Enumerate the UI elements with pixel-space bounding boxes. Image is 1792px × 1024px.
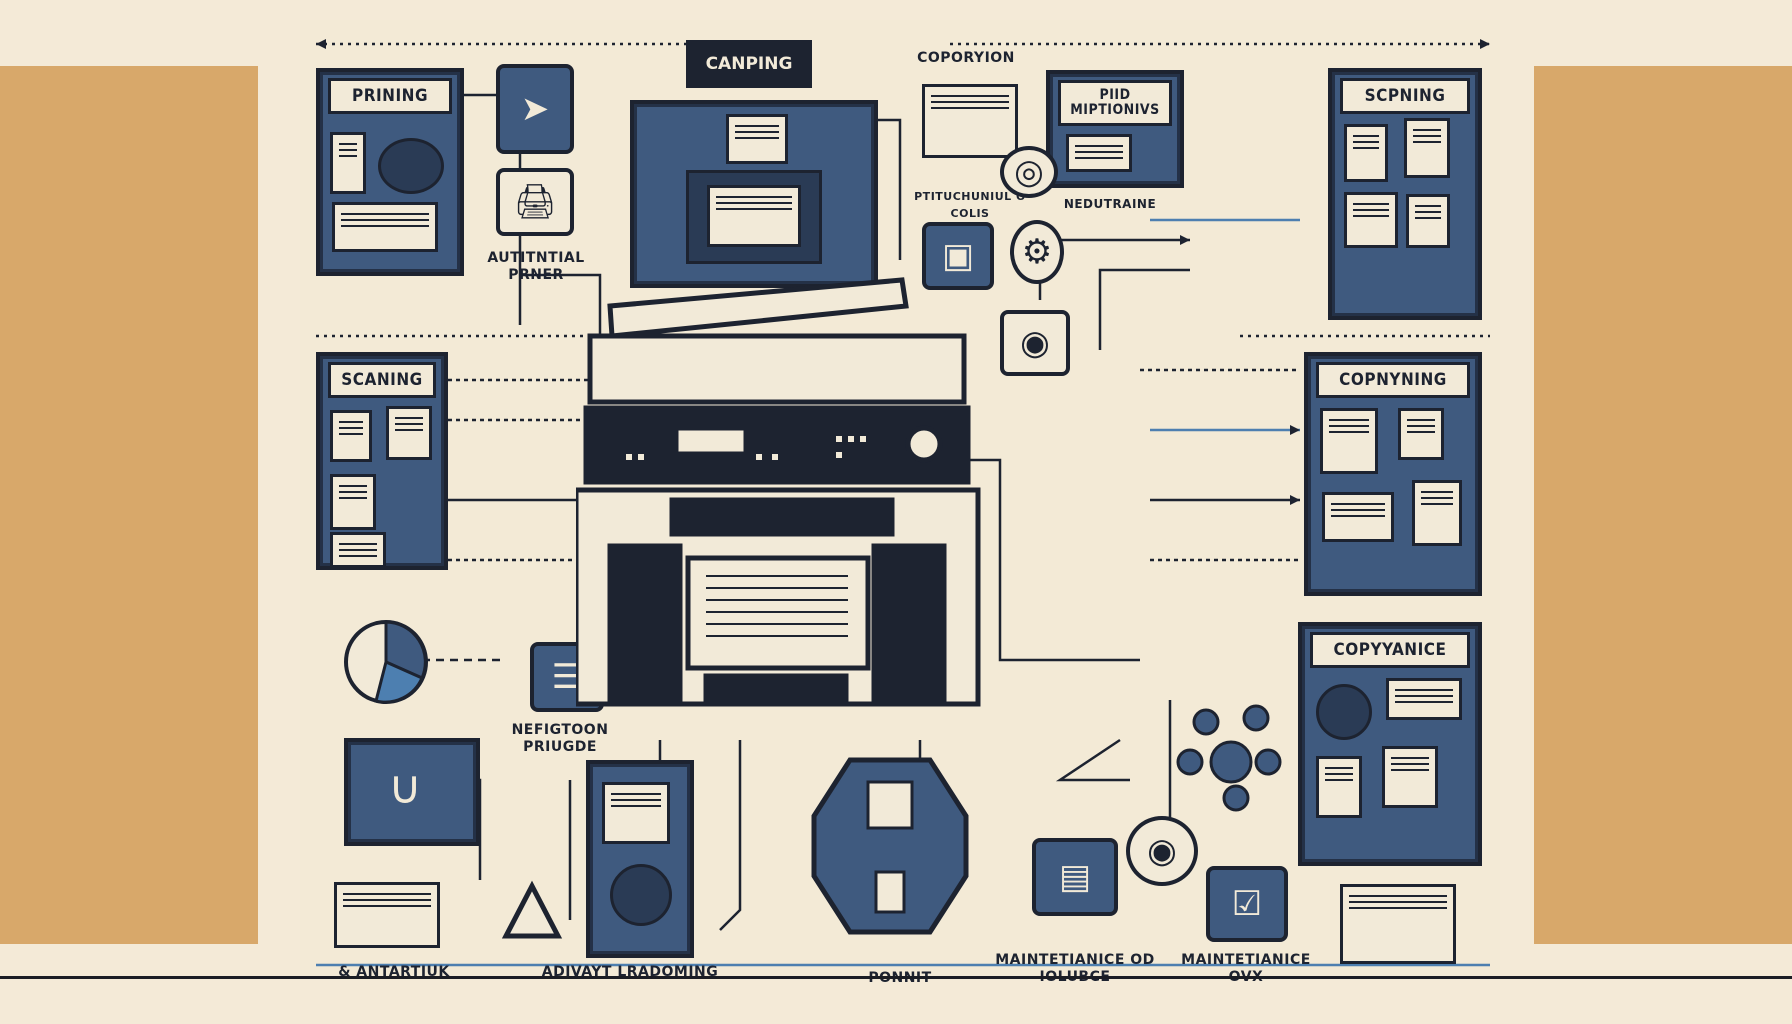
- document-icon: [1406, 194, 1450, 248]
- webcam-icon: ◉: [1126, 816, 1198, 886]
- document-icon: [1404, 118, 1450, 178]
- document-icon: [1320, 408, 1378, 474]
- scanning-panel-title: SCANING: [328, 362, 436, 398]
- printer-icon: 🖨: [496, 168, 574, 236]
- paid-panel-title: PIID MIPTIONIVS: [1058, 80, 1172, 126]
- laptop-icon: [1340, 884, 1456, 964]
- checkbox-icon: ☑: [1206, 866, 1288, 942]
- top-tag: CANPING: [686, 40, 812, 88]
- copying-panel: COPNYNING: [1304, 352, 1482, 596]
- screen-display: [707, 185, 801, 247]
- webcam-icon: ◎: [1000, 146, 1058, 198]
- monitor-icon: [686, 170, 822, 264]
- document-icon: [1066, 134, 1132, 172]
- magnet-icon: ∪: [388, 760, 422, 814]
- notification-label: NEFIGTOON PRIUGDE: [511, 722, 609, 755]
- compliance-panel: COPYYANICE: [1298, 622, 1482, 866]
- document-icon: [330, 410, 372, 462]
- central-subtitle: PTITUCHUNIUL O COLIS: [914, 190, 1026, 220]
- right-side-panel: [1534, 66, 1792, 944]
- scanner-icon: [1344, 192, 1398, 248]
- scanning-right-title: SCPNING: [1340, 78, 1470, 114]
- photo-icon: [1322, 492, 1394, 542]
- document-icon: [1344, 124, 1388, 182]
- scanning-right-panel: SCPNING: [1328, 68, 1482, 320]
- document-icon: [330, 474, 376, 530]
- document-icon: [602, 782, 670, 844]
- magnet-panel: ∪: [344, 738, 480, 846]
- auth-printer-label: AUTITNTIAL PRNER: [487, 250, 585, 283]
- laptop-icon: [334, 882, 440, 948]
- network-hub-icon: [1176, 704, 1282, 812]
- printer-illustration: [576, 277, 981, 707]
- warning-icon: [501, 880, 563, 939]
- compliance-panel-title: COPYYANICE: [1310, 632, 1470, 668]
- image-icon: ▤: [1032, 838, 1118, 916]
- document-icon: [330, 132, 366, 194]
- plant-icon: [1398, 408, 1444, 460]
- document-icon: [386, 406, 432, 460]
- document-icon: [1316, 756, 1362, 818]
- book-icon: [330, 532, 386, 568]
- printing-panel-title: PRINING: [328, 78, 452, 114]
- baseline: [0, 976, 1792, 979]
- advanced-panel: [586, 760, 694, 958]
- infographic-poster: PRINING ➤ 🖨 AUTITNTIAL PRNER CANPING COP…: [300, 20, 1500, 986]
- maintenance-label-2: MAINTETIANICE OVX: [1181, 952, 1311, 985]
- settings-icon: [610, 864, 672, 926]
- maintenance-label-1: MAINTETIANICE OD IOLUBCE: [995, 952, 1155, 985]
- paper-plane-icon: ➤: [496, 64, 574, 154]
- document-icon: [1412, 480, 1462, 546]
- gear-icon: ⚙: [1010, 220, 1064, 284]
- nedurane-label: NEDUTRAINE: [1063, 197, 1157, 211]
- printing-panel: PRINING: [316, 68, 464, 276]
- top-label: COPORYION: [917, 50, 1015, 66]
- camera-icon: ◉: [1000, 310, 1070, 376]
- laptop-icon: [726, 114, 788, 164]
- printer-icon: [332, 202, 438, 252]
- network-icon: [811, 757, 969, 935]
- scanning-panel: SCANING: [316, 352, 448, 570]
- paid-panel: PIID MIPTIONIVS: [1046, 70, 1184, 188]
- gear-icon: [1316, 684, 1372, 740]
- left-side-panel: [0, 66, 258, 944]
- control-panel: [630, 100, 878, 288]
- copying-panel-title: COPNYNING: [1316, 362, 1470, 398]
- document-icon: [1386, 678, 1462, 720]
- copier-icon: [922, 84, 1018, 158]
- gear-icon: [378, 138, 444, 194]
- document-icon: [1382, 746, 1438, 808]
- screen-icon: ▣: [922, 222, 994, 290]
- pie-chart-icon: [344, 620, 428, 704]
